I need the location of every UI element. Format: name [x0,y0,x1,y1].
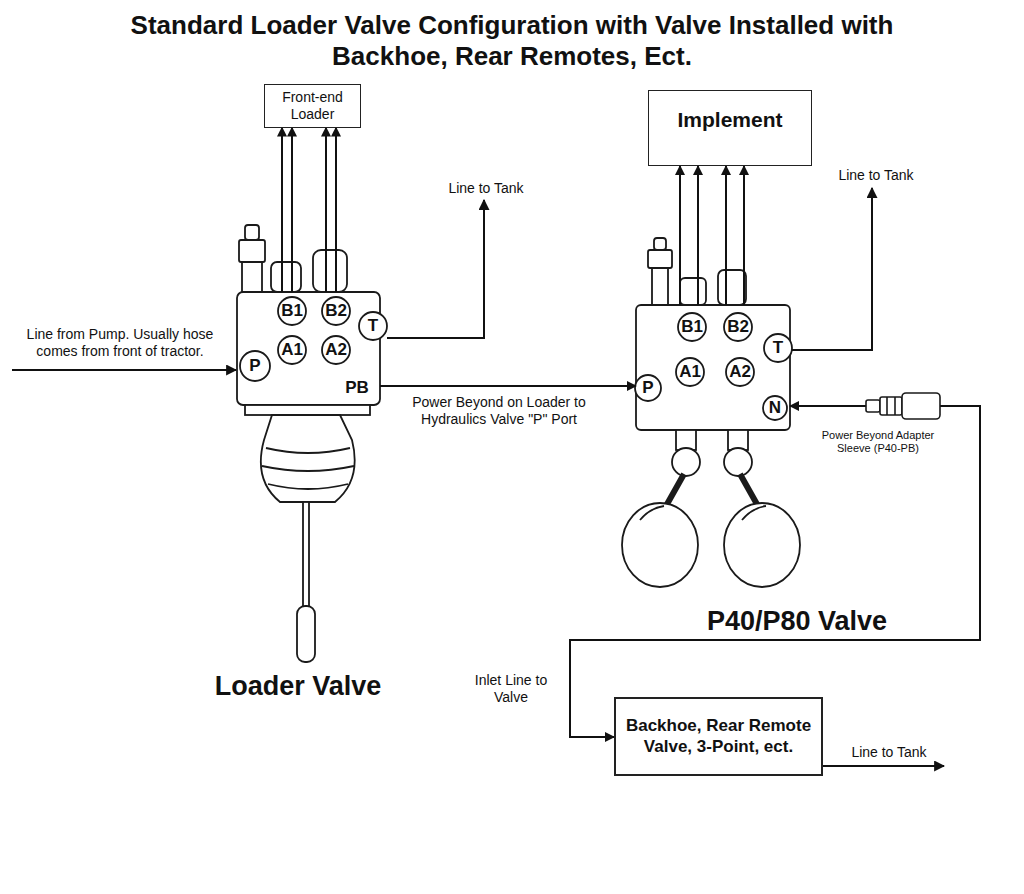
hydraulic-line [335,128,337,292]
p40-valve: P40/P80 Valve [636,305,790,430]
p40-valve-drawing-part [652,265,668,305]
hydraulic-line [570,406,980,737]
valve-heading: Loader Valve [215,670,382,702]
adapter-sleeve [866,393,940,419]
adapter-sleeve-part [886,397,888,415]
loader-valve-drawing-part [359,312,387,340]
hydraulic-line [697,166,699,305]
line-note: Inlet Line to Valve [460,672,562,706]
hydraulic-line [380,385,636,387]
port-letter: A1 [281,340,303,360]
loader-valve-drawing-part [271,262,301,292]
line-note: Line to Tank [851,744,926,761]
loader-valve-drawing-part [278,297,306,325]
port-letter: B1 [681,317,703,337]
port-letter: B2 [325,301,347,321]
loader-valve-drawing-part [261,415,355,502]
adapter-sleeve-part [880,397,902,415]
hydraulic-line [325,128,327,292]
p40-valve-drawing-part [640,506,766,520]
loader-valve-drawing-part [242,262,262,292]
line-note: Power Beyond on Loader to Hydraulics Val… [393,394,605,428]
adapter-sleeve-part [866,400,880,412]
hydraulic-line [743,166,745,305]
line-note: Line to Tank [448,180,523,197]
port-letter: T [368,316,378,336]
loader-valve-drawing-part [322,336,350,364]
p40-valve-drawing-part [666,474,684,506]
component-box: Backhoe, Rear Remote Valve, 3-Point, ect… [614,697,823,776]
p40-valve-drawing-part [728,430,748,450]
hydraulic-lines-part [12,369,236,371]
loader-valve-drawing-part [245,405,370,415]
hydraulic-lines [12,188,944,766]
p40-valve-drawing-part [636,305,790,430]
p40-valve-drawing-part [740,474,758,506]
adapter-sleeve-part [902,393,940,419]
loader-valve-drawing-part [240,351,270,381]
p40-valve-drawing-part [724,448,752,476]
line-note: Line to Tank [838,167,913,184]
loader-valve-drawing-part [262,448,354,489]
implement-box: Implement [648,90,812,166]
p40-valve-drawing-part [718,270,746,305]
valve-heading: P40/P80 Valve [707,605,887,637]
p40-valve-drawing-part [648,250,672,268]
port-letter: A1 [679,362,701,382]
hydraulic-lines-part [823,765,944,767]
p40-valve-drawing-part [654,238,666,250]
p40-valve-drawing-part [724,503,800,587]
loader-valve-drawing-part [303,502,309,608]
line-note: Line from Pump. Usually hose comes from … [6,326,234,360]
loader-valve-drawing [237,225,387,662]
loader-valve-drawing-part [237,292,380,405]
loader-valve-drawing-part [313,250,347,292]
box-label: Front-end Loader [271,89,354,123]
port-letter: B1 [281,301,303,321]
port-letter: N [769,398,781,418]
port-letter: A2 [325,340,347,360]
p40-valve-drawing-part [763,396,787,420]
part-callout: Power Beyond Adapter Sleeve (P40-PB) [806,429,950,455]
hydraulic-line [291,128,293,292]
hydraulic-line [281,128,283,292]
p40-valve-drawing-part [672,448,700,476]
hydraulic-line [725,166,727,305]
loader-valve-drawing-part [245,225,259,240]
loader-valve-drawing-part [239,240,265,262]
box-label: Backhoe, Rear Remote Valve, 3-Point, ect… [622,716,815,757]
component-box: Front-end Loader [264,84,361,128]
port-letter: P [642,378,653,398]
port-letter: P [249,356,260,376]
adapter-sleeve-part [894,397,896,415]
hydraulic-lines-part [792,188,872,350]
box-label: Implement [677,107,782,132]
diagram-title: Standard Loader Valve Configuration with… [82,10,942,72]
hydraulic-lines-part [387,200,484,338]
loader-valve-drawing-part [322,297,350,325]
port-letter: A2 [729,362,751,382]
p40-valve-drawing [622,238,800,587]
port-letter: PB [345,378,369,398]
p40-valve-drawing-part [680,278,706,305]
p40-valve-drawing-part [726,358,754,386]
p40-valve-drawing-part [724,313,752,341]
loader-valve-drawing-part [278,336,306,364]
p40-valve-drawing-part [676,430,696,450]
p40-valve-drawing-part [635,375,661,401]
port-letter: B2 [727,317,749,337]
p40-valve-drawing-part [622,503,698,587]
p40-valve-drawing-part [678,313,706,341]
p40-valve-drawing-part [764,334,792,362]
loader-valve-drawing-part [297,606,315,662]
port-letter: T [773,338,783,358]
p40-valve-drawing-part [676,358,704,386]
hydraulic-line [679,166,681,305]
